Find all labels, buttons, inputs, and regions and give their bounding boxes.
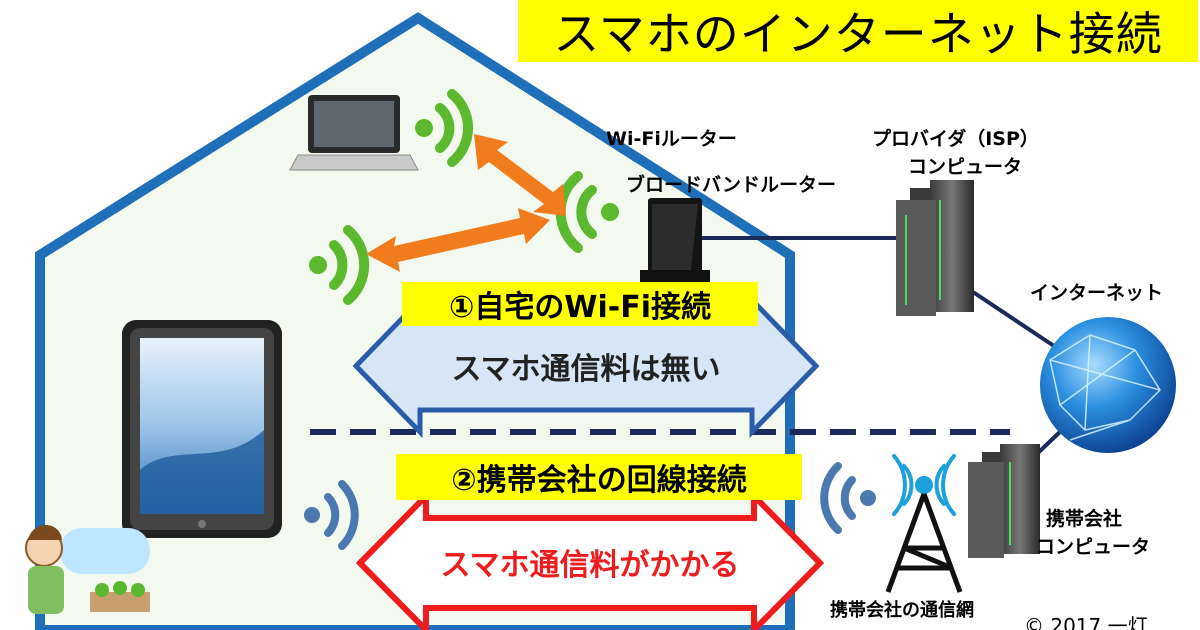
person-illustration-icon xyxy=(25,525,150,614)
tablet-signal-icon xyxy=(304,480,359,550)
copyright-text: © 2017 一灯 xyxy=(1024,614,1148,630)
page-title: スマホのインターネット接続 xyxy=(553,7,1163,61)
tower-side-signal-icon xyxy=(820,462,876,534)
home-wifi-label: ①自宅のWi-Fi接続 xyxy=(402,282,758,326)
isp-server-icon xyxy=(896,180,974,316)
broadband-router-label: ブロードバンドルーター xyxy=(626,174,836,196)
isp-internet-line xyxy=(968,288,1062,352)
carrier-label: ②携帯会社の回線接続 xyxy=(396,454,802,500)
carrier-computer-label: 携帯会社 xyxy=(1046,508,1123,530)
carrier-server-icon xyxy=(968,444,1040,558)
wifi-router-label: Wi-Fiルーター xyxy=(606,128,737,150)
carrier-cost-text: スマホ通信料がかかる xyxy=(440,548,740,583)
carrier-computer-label-2: コンピュータ xyxy=(1036,536,1151,558)
provider-computer-label: コンピュータ xyxy=(908,156,1023,178)
internet-globe-icon xyxy=(1040,317,1176,453)
cell-tower-icon xyxy=(885,454,963,593)
wifi-signal-laptop-icon xyxy=(415,89,473,167)
orange-arrow-laptop xyxy=(474,134,566,216)
tablet-icon xyxy=(122,320,282,538)
home-wifi-cost-text: スマホ通信料は無い xyxy=(451,352,721,387)
title-banner: スマホのインターネット接続 xyxy=(518,0,1198,62)
internet-label: インターネット xyxy=(1030,282,1164,304)
provider-label: プロバイダ（ISP） xyxy=(872,128,1039,150)
carrier-network-label: 携帯会社の通信網 xyxy=(830,600,974,621)
wifi-signal-left-icon xyxy=(309,225,370,305)
router-icon xyxy=(640,198,710,284)
orange-arrow-left xyxy=(366,208,550,272)
laptop-icon xyxy=(289,95,419,171)
carrier-path-arrow xyxy=(355,488,825,630)
